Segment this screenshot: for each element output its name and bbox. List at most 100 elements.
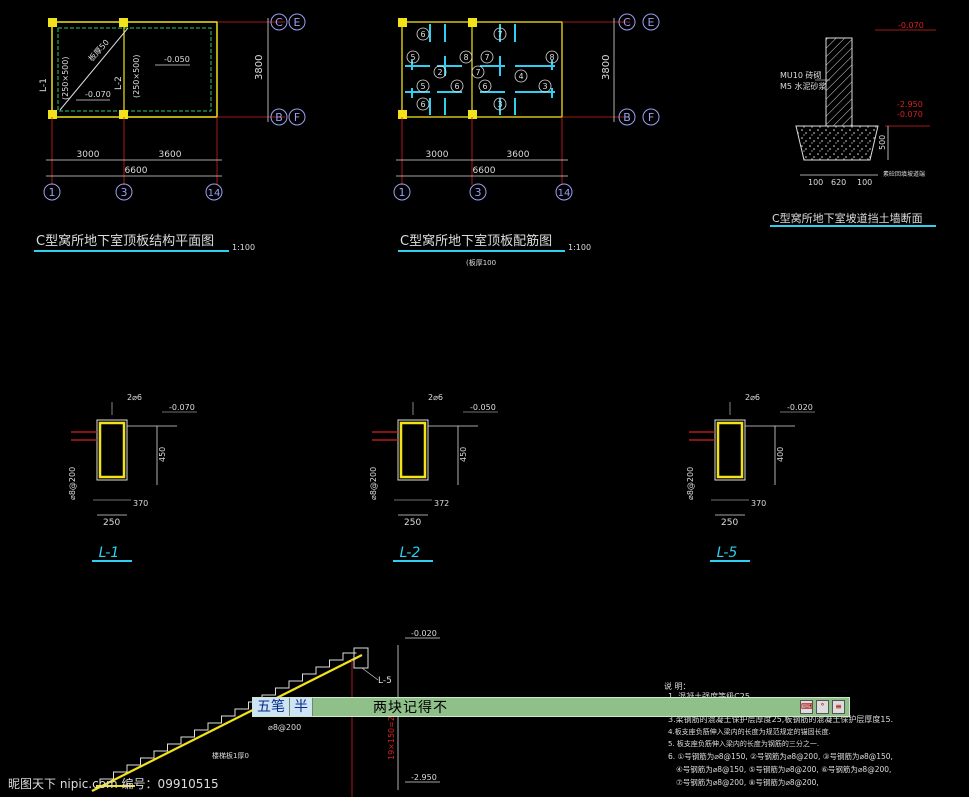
svg-text:-0.070: -0.070 xyxy=(898,21,924,30)
svg-text:19×150=2850: 19×150=2850 xyxy=(387,701,396,760)
level-mark: -0.070 xyxy=(85,90,111,99)
rebar-mark xyxy=(433,65,447,79)
column xyxy=(48,18,57,27)
column xyxy=(119,18,128,27)
label-L2: L-2 xyxy=(114,76,124,90)
label-L1: L-1 xyxy=(39,78,49,92)
rebar-mark-label: 7 xyxy=(497,30,502,39)
column xyxy=(119,110,128,119)
beam-offset: 370 xyxy=(751,499,766,508)
svg-text:F: F xyxy=(648,111,654,124)
slab-outline xyxy=(51,21,218,118)
beam-height: 450 xyxy=(459,447,468,462)
svg-text:1: 1 xyxy=(399,186,406,199)
rebar-mark-label: 7 xyxy=(475,68,480,77)
rebar-mark xyxy=(416,97,430,111)
notes: 说 明： 1. 混凝土强度等级C25 3.梁钢筋的混凝土保护层厚度25,板钢筋的… xyxy=(664,681,893,787)
beam-size: (250×500) xyxy=(132,55,141,98)
beam-top-rebar: 2⌀6 xyxy=(745,393,760,402)
diag-label: 板厚50 xyxy=(86,37,111,63)
grid-bubble xyxy=(43,183,61,201)
rebar-mark-label: 4 xyxy=(518,72,523,81)
svg-text:B: B xyxy=(275,111,283,124)
rebar-mark xyxy=(493,27,507,41)
svg-text:1: 1 xyxy=(49,186,56,199)
beam-name: L-2 xyxy=(400,545,421,561)
rebar-mark-label: 6 xyxy=(420,30,425,39)
rebar-mark-label: 6 xyxy=(482,82,487,91)
rebar-mark-label: 8 xyxy=(463,53,468,62)
svg-text:14: 14 xyxy=(208,188,221,199)
grid-bubble xyxy=(205,183,223,201)
svg-text:620: 620 xyxy=(831,178,846,187)
svg-text:100: 100 xyxy=(808,178,823,187)
rebar-mark xyxy=(416,79,430,93)
svg-text:E: E xyxy=(648,16,655,29)
rebar-mark xyxy=(406,50,420,64)
ime-menu-icon[interactable]: ≡ xyxy=(832,700,845,714)
rebar-mark xyxy=(471,65,485,79)
svg-text:⌀8@200: ⌀8@200 xyxy=(268,723,301,732)
ime-mode[interactable]: 五笔 xyxy=(253,698,290,716)
plan2-title: C型窝所地下室顶板配筋图 xyxy=(400,233,552,249)
ime-keyboard-icon[interactable]: ⌨ xyxy=(800,700,813,714)
svg-text:3.梁钢筋的混凝土保护层厚度25,板钢筋的混凝土保护层厚度1: 3.梁钢筋的混凝土保护层厚度25,板钢筋的混凝土保护层厚度15. xyxy=(668,714,893,724)
svg-text:3800: 3800 xyxy=(601,55,612,80)
beam-top-rebar: 2⌀6 xyxy=(127,393,142,402)
beam-level: -0.020 xyxy=(787,403,813,412)
beam-offset: 370 xyxy=(133,499,148,508)
svg-text:F: F xyxy=(294,111,300,124)
svg-text:C: C xyxy=(275,16,283,29)
svg-text:100: 100 xyxy=(857,178,872,187)
ime-status-bar[interactable]: 五笔 半 两块记得不 ⌨ ° ≡ xyxy=(252,697,850,717)
svg-text:-0.070: -0.070 xyxy=(897,110,923,119)
level-mark: -0.050 xyxy=(164,55,190,64)
beam-details: 2⌀6-0.070450⌀8@200370250L-12⌀6-0.050450⌀… xyxy=(68,393,815,562)
rebar-mark-label: 7 xyxy=(484,53,489,62)
rebar-mark xyxy=(493,97,507,111)
dim-6600: 6600 xyxy=(125,166,148,176)
grid-bubble xyxy=(288,13,306,31)
svg-text:1:100: 1:100 xyxy=(568,243,591,252)
grid-bubble xyxy=(115,183,133,201)
ime-width-toggle[interactable]: 半 xyxy=(290,698,313,716)
rebar-mark xyxy=(459,50,473,64)
svg-text:-2.950: -2.950 xyxy=(897,100,923,109)
beam-top-rebar: 2⌀6 xyxy=(428,393,443,402)
rebar-mark xyxy=(416,27,430,41)
beam-width: 250 xyxy=(404,518,421,528)
rebar-mark-label: 2 xyxy=(437,68,442,77)
svg-text:3000: 3000 xyxy=(426,150,449,160)
rebar-mark-label: 5 xyxy=(410,53,415,62)
grid-bubble xyxy=(270,13,288,31)
beam-offset: 372 xyxy=(434,499,449,508)
svg-text:500: 500 xyxy=(878,135,887,150)
plan-structure: L-1 (250×500) L-2 (250×500) 板厚50 -0.050 … xyxy=(34,13,306,252)
dim-3800: 3800 xyxy=(254,55,265,80)
svg-text:3: 3 xyxy=(475,186,482,199)
beam-level: -0.050 xyxy=(470,403,496,412)
beam-size: (250×500) xyxy=(61,57,70,100)
wall-section: -0.070 MU10 砖砌 M5 水泥砂浆 -2.950 -0.070 500… xyxy=(770,21,936,227)
plan1-title: C型窝所地下室顶板结构平面图 xyxy=(36,233,214,249)
svg-text:楼梯板1厚0: 楼梯板1厚0 xyxy=(212,751,249,760)
rebar-mark-label: 3 xyxy=(542,82,547,91)
svg-text:3: 3 xyxy=(121,186,128,199)
rebar-mark xyxy=(450,79,464,93)
ime-candidates[interactable]: 两块记得不 xyxy=(373,700,448,716)
svg-text:素砼回填坡道端: 素砼回填坡道端 xyxy=(883,170,925,178)
ime-punct-icon[interactable]: ° xyxy=(816,700,829,714)
svg-text:M5 水泥砂浆: M5 水泥砂浆 xyxy=(780,81,827,91)
svg-text:1:100: 1:100 xyxy=(232,243,255,252)
svg-text:E: E xyxy=(294,16,301,29)
beam-height: 450 xyxy=(158,447,167,462)
svg-text:L-5: L-5 xyxy=(378,676,392,686)
svg-text:B: B xyxy=(623,111,631,124)
rebar-mark xyxy=(480,50,494,64)
svg-text:说 明：: 说 明： xyxy=(664,681,691,691)
